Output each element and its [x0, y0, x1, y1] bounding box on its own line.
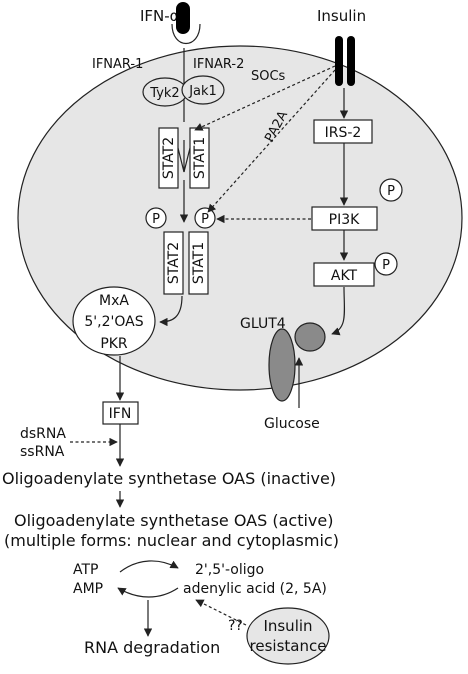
ifnar2-label: IFNAR-2 — [193, 57, 244, 72]
insulin-receptor-bar-1 — [335, 36, 343, 86]
pi3k-label: PI3K — [329, 212, 360, 228]
stat2-box-upper — [158, 127, 179, 189]
stat1-label-upper: STAT1 — [192, 137, 208, 179]
oas-short-label: 5',2'OAS — [84, 314, 143, 330]
phosphate-stat1 — [194, 207, 216, 229]
dsrna-label: dsRNA — [20, 426, 66, 442]
rna-degradation-label: RNA degradation — [84, 638, 220, 657]
p-label-pi3k: P — [387, 184, 395, 199]
oas-forms-label: (multiple forms: nuclear and cytoplasmic… — [4, 531, 339, 550]
atp-to-oligo-arrow — [119, 560, 179, 573]
irs2-box — [313, 119, 373, 144]
stat1-box-lower — [188, 231, 209, 295]
insulin-resistance-node — [246, 607, 330, 665]
pa2a-to-stat-arrow — [207, 69, 336, 213]
stat2-label-upper: STAT2 — [161, 137, 177, 179]
arrow-to-glut4 — [331, 286, 346, 336]
ifn-alpha-label: IFN-α — [140, 7, 180, 25]
insulin-resistance-line2: resistance — [250, 637, 327, 655]
oas-inactive-label: Oligoadenylate synthetase OAS (inactive) — [2, 469, 336, 488]
stat2-label-lower: STAT2 — [166, 242, 182, 284]
jak1-label: Jak1 — [188, 84, 217, 99]
gene-products-node — [72, 286, 156, 356]
tyk2-label: Tyk2 — [149, 86, 179, 101]
mxa-label: MxA — [99, 293, 129, 309]
glut4-label: GLUT4 — [240, 316, 286, 332]
amp-label: AMP — [73, 581, 103, 597]
stat2-box-lower — [163, 231, 184, 295]
insulin-resistance-line1: Insulin — [263, 617, 312, 635]
arrow-to-gene-products — [159, 295, 183, 327]
question-label: ?? — [228, 618, 243, 634]
oligo-label-line1: 2',5'-oligo — [195, 562, 264, 578]
akt-box — [313, 262, 375, 287]
oligo-label-line2: adenylic acid (2, 5A) — [183, 581, 327, 597]
phosphate-pi3k — [379, 178, 403, 202]
insulin-label: Insulin — [317, 7, 366, 25]
jak1-node — [181, 75, 225, 105]
socs-to-receptor-arrow — [194, 65, 336, 131]
oligo-to-amp-arrow — [117, 587, 179, 598]
socs-label: SOCs — [251, 69, 286, 84]
receptor-cup — [171, 23, 201, 44]
ifn-alpha-ligand-shape — [176, 2, 190, 34]
pkr-label: PKR — [100, 336, 128, 352]
phosphate-akt — [374, 252, 398, 276]
ifnar1-label: IFNAR-1 — [92, 57, 143, 72]
atp-label: ATP — [73, 562, 98, 578]
p-label-akt: P — [382, 258, 390, 273]
akt-label: AKT — [331, 268, 358, 284]
glucose-label: Glucose — [264, 416, 320, 432]
insulin-resistance-arrow — [195, 599, 247, 626]
irs2-label: IRS-2 — [325, 125, 362, 141]
stat-junction — [177, 147, 191, 173]
p-label-stat2: P — [152, 212, 160, 227]
ssrna-label: ssRNA — [20, 444, 65, 460]
p-label-stat1: P — [201, 212, 209, 227]
stat1-label-lower: STAT1 — [191, 242, 207, 284]
glut4-membrane-channel — [268, 328, 296, 402]
phosphate-stat2 — [145, 207, 167, 229]
glut4-vesicle — [294, 322, 326, 352]
oas-active-label: Oligoadenylate synthetase OAS (active) — [14, 511, 333, 530]
insulin-receptor-bar-2 — [347, 36, 355, 86]
ifn-label: IFN — [109, 406, 132, 422]
